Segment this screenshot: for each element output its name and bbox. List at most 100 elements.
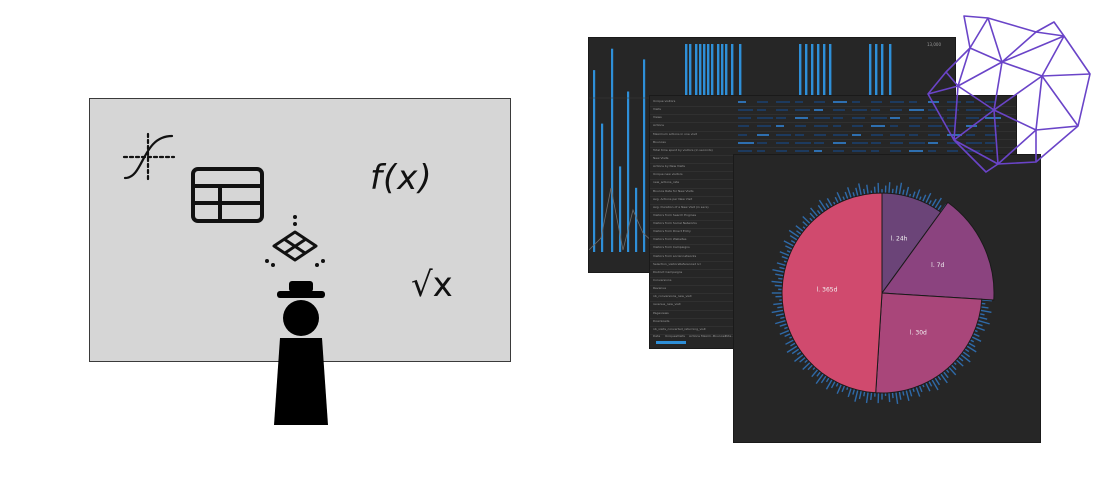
table-cell xyxy=(928,101,939,104)
ring-tick xyxy=(789,234,798,241)
table-cell xyxy=(909,133,918,136)
table-cell xyxy=(909,141,925,144)
ring-tick xyxy=(836,192,842,202)
table-cell xyxy=(738,149,752,152)
ring-tick xyxy=(925,192,932,204)
table-cell xyxy=(795,133,804,136)
ring-tick xyxy=(905,186,910,197)
sigmoid-icon xyxy=(122,132,176,182)
table-cell xyxy=(966,109,981,112)
bar-mark xyxy=(725,44,728,96)
table-cell xyxy=(852,117,865,120)
pie-slice-label: l. 365d xyxy=(817,286,838,293)
table-cell xyxy=(833,133,848,136)
ring-tick xyxy=(818,199,827,211)
table-cell xyxy=(890,149,901,152)
table-row-label: Total time spent by visitors (in seconds… xyxy=(653,147,713,152)
ring-tick xyxy=(802,361,811,371)
ring-tick xyxy=(795,225,804,232)
table-row-label: Pageviews xyxy=(653,310,669,315)
table-cell xyxy=(795,149,809,152)
ring-tick xyxy=(775,273,784,277)
table-row-label: Visitors from Direct Entry xyxy=(653,229,691,234)
table-cell xyxy=(776,125,784,128)
table-cell xyxy=(890,125,898,128)
ring-tick xyxy=(773,302,783,306)
table-cell xyxy=(757,141,767,144)
bar-mark xyxy=(601,123,604,252)
table-cell xyxy=(852,125,863,128)
ring-tick xyxy=(898,391,902,400)
bar-mark xyxy=(627,91,630,252)
ring-tick xyxy=(962,351,971,358)
table-row-label: Actions by New Visits xyxy=(653,164,685,169)
ring-tick xyxy=(790,239,796,244)
ring-tick xyxy=(937,204,942,211)
table-footer-label: Actions xyxy=(689,334,700,338)
ring-tick xyxy=(826,197,833,207)
table-cell xyxy=(795,141,811,144)
table-cell xyxy=(947,125,955,128)
ring-tick xyxy=(966,345,977,353)
table-row-label: Conversions xyxy=(653,278,672,283)
table-cell xyxy=(909,117,922,120)
ring-tick xyxy=(777,306,784,309)
ring-tick xyxy=(915,386,921,397)
bar-mark xyxy=(811,44,814,96)
ring-tick xyxy=(774,284,783,287)
table-footer-label: Tota… xyxy=(725,334,735,338)
table-cell xyxy=(947,109,959,112)
ring-tick xyxy=(977,319,990,325)
ring-tick xyxy=(863,391,866,397)
table-row-label: Downloads xyxy=(653,318,670,323)
ring-tick xyxy=(783,240,795,247)
ring-tick xyxy=(844,191,849,200)
pie-slice xyxy=(781,192,883,394)
bar-mark xyxy=(721,44,724,96)
table-cell xyxy=(985,133,997,136)
table-icon xyxy=(191,167,264,223)
table-cell xyxy=(795,117,808,120)
table-cell xyxy=(966,101,974,104)
table-row-label: nb_conversions_new_visit xyxy=(653,294,692,299)
table-cell xyxy=(814,125,828,128)
table-scrollbar[interactable] xyxy=(656,341,686,344)
table-cell xyxy=(928,117,944,120)
table-row-label: Visitors from social networks xyxy=(653,253,697,258)
ring-tick xyxy=(891,188,894,194)
ring-tick xyxy=(915,189,921,200)
pie-slice xyxy=(875,292,983,394)
table-cell xyxy=(814,149,822,152)
bar-mark xyxy=(643,59,646,253)
ring-tick xyxy=(931,379,939,391)
table-row-label: Visitors from Websites xyxy=(653,237,687,242)
ring-tick xyxy=(775,319,787,325)
ring-tick xyxy=(865,391,869,404)
table-cell xyxy=(909,101,917,104)
table-cell xyxy=(890,101,904,104)
ring-tick xyxy=(842,196,846,201)
table-row-label: Unique visitors xyxy=(653,99,676,103)
ring-tick xyxy=(841,385,846,393)
ring-tick xyxy=(937,375,942,381)
ring-tick xyxy=(834,196,839,204)
ring-tick xyxy=(785,245,793,250)
ring-tick xyxy=(807,364,814,371)
ring-tick xyxy=(820,375,827,384)
table-cell xyxy=(871,101,882,104)
table-cell xyxy=(738,141,754,144)
ring-tick xyxy=(934,377,941,386)
table-row-label: Bounces xyxy=(653,139,666,144)
ring-tick xyxy=(895,185,898,195)
table-cell xyxy=(795,109,810,112)
bar-mark xyxy=(699,44,702,96)
ring-tick xyxy=(780,316,786,320)
ring-tick xyxy=(975,326,985,332)
table-cell xyxy=(947,101,961,104)
bar-mark xyxy=(823,44,826,96)
table-row-label: Visitors from Social Networks xyxy=(653,221,697,226)
table-cell xyxy=(966,117,979,120)
ring-tick xyxy=(779,329,790,335)
table-cell xyxy=(909,125,920,128)
